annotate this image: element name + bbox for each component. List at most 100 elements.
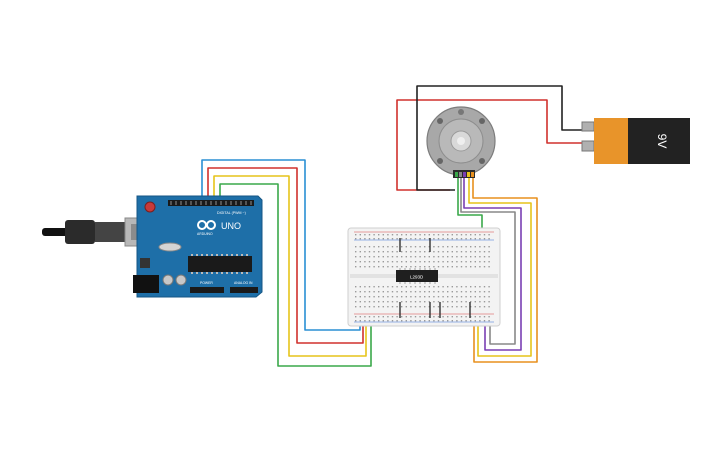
breadboard-hole[interactable] [355, 316, 357, 318]
breadboard-hole[interactable] [456, 286, 458, 288]
breadboard-hole[interactable] [405, 316, 407, 318]
breadboard-hole[interactable] [364, 234, 366, 236]
breadboard-hole[interactable] [391, 296, 394, 298]
breadboard-hole[interactable] [433, 266, 435, 268]
breadboard-hole[interactable] [373, 266, 375, 268]
breadboard-hole[interactable] [479, 286, 481, 288]
breadboard-hole[interactable] [474, 246, 476, 248]
breadboard-hole[interactable] [355, 320, 357, 322]
breadboard-hole[interactable] [442, 251, 444, 253]
breadboard-hole[interactable] [396, 316, 398, 318]
breadboard-hole[interactable] [437, 238, 440, 240]
breadboard-hole[interactable] [378, 251, 380, 253]
breadboard-hole[interactable] [451, 320, 453, 322]
breadboard-hole[interactable] [368, 234, 371, 236]
breadboard-hole[interactable] [382, 246, 384, 248]
breadboard-hole[interactable] [401, 291, 403, 293]
breadboard-hole[interactable] [470, 301, 472, 303]
breadboard-hole[interactable] [447, 296, 449, 298]
breadboard-hole[interactable] [373, 306, 375, 308]
breadboard-hole[interactable] [483, 320, 486, 322]
wire-black-battery[interactable] [416, 85, 590, 191]
breadboard-hole[interactable] [483, 306, 486, 308]
breadboard-hole[interactable] [460, 251, 463, 253]
breadboard-hole[interactable] [474, 291, 476, 293]
breadboard-hole[interactable] [391, 320, 394, 322]
breadboard-hole[interactable] [378, 238, 380, 240]
breadboard-hole[interactable] [378, 320, 380, 322]
breadboard-hole[interactable] [456, 306, 458, 308]
wire-red-arduino[interactable] [207, 167, 364, 344]
breadboard-hole[interactable] [460, 296, 463, 298]
breadboard-hole[interactable] [437, 301, 440, 303]
breadboard-hole[interactable] [451, 246, 453, 248]
breadboard-hole[interactable] [396, 234, 398, 236]
breadboard-hole[interactable] [451, 234, 453, 236]
breadboard-hole[interactable] [405, 286, 407, 288]
breadboard-hole[interactable] [359, 246, 361, 248]
breadboard-hole[interactable] [368, 320, 371, 322]
breadboard-hole[interactable] [414, 234, 417, 236]
breadboard-hole[interactable] [470, 261, 472, 263]
breadboard-hole[interactable] [424, 320, 426, 322]
breadboard-hole[interactable] [465, 286, 467, 288]
breadboard-hole[interactable] [465, 238, 467, 240]
breadboard-hole[interactable] [433, 296, 435, 298]
breadboard-hole[interactable] [424, 256, 426, 258]
breadboard-hole[interactable] [414, 251, 417, 253]
breadboard-hole[interactable] [460, 256, 463, 258]
breadboard-hole[interactable] [428, 301, 430, 303]
breadboard-hole[interactable] [474, 286, 476, 288]
breadboard-hole[interactable] [382, 301, 384, 303]
breadboard-hole[interactable] [382, 266, 384, 268]
breadboard-hole[interactable] [378, 296, 380, 298]
breadboard-hole[interactable] [364, 306, 366, 308]
breadboard-hole[interactable] [364, 246, 366, 248]
arduino-uno-board[interactable]: DIGITAL (PWM ~) UNO ARDUINO POWER ANALOG… [133, 195, 263, 298]
breadboard-hole[interactable] [368, 261, 371, 263]
breadboard-hole[interactable] [387, 306, 389, 308]
breadboard-hole[interactable] [410, 296, 412, 298]
breadboard-hole[interactable] [424, 306, 426, 308]
power-header[interactable] [190, 287, 224, 293]
breadboard-hole[interactable] [378, 261, 380, 263]
breadboard-hole[interactable] [401, 251, 403, 253]
breadboard-hole[interactable] [465, 266, 467, 268]
breadboard-hole[interactable] [447, 251, 449, 253]
breadboard-hole[interactable] [474, 320, 476, 322]
breadboard-hole[interactable] [414, 266, 417, 268]
breadboard-hole[interactable] [387, 256, 389, 258]
breadboard-hole[interactable] [447, 306, 449, 308]
breadboard-hole[interactable] [437, 251, 440, 253]
breadboard-hole[interactable] [474, 234, 476, 236]
breadboard-hole[interactable] [387, 301, 389, 303]
breadboard-hole[interactable] [483, 286, 486, 288]
breadboard-hole[interactable] [414, 286, 417, 288]
breadboard-hole[interactable] [465, 320, 467, 322]
breadboard-hole[interactable] [488, 320, 490, 322]
breadboard-hole[interactable] [483, 234, 486, 236]
breadboard-hole[interactable] [442, 291, 444, 293]
breadboard-hole[interactable] [364, 296, 366, 298]
breadboard-hole[interactable] [368, 316, 371, 318]
breadboard-hole[interactable] [447, 234, 449, 236]
breadboard-hole[interactable] [391, 251, 394, 253]
breadboard-hole[interactable] [465, 251, 467, 253]
breadboard-hole[interactable] [364, 291, 366, 293]
breadboard-hole[interactable] [410, 286, 412, 288]
breadboard-hole[interactable] [460, 261, 463, 263]
breadboard-hole[interactable] [410, 316, 412, 318]
breadboard-hole[interactable] [405, 266, 407, 268]
breadboard-hole[interactable] [378, 256, 380, 258]
breadboard-hole[interactable] [424, 246, 426, 248]
breadboard-hole[interactable] [433, 256, 435, 258]
breadboard-hole[interactable] [470, 316, 472, 318]
breadboard-hole[interactable] [437, 246, 440, 248]
breadboard-hole[interactable] [483, 246, 486, 248]
breadboard-hole[interactable] [359, 261, 361, 263]
breadboard-hole[interactable] [401, 256, 403, 258]
breadboard-hole[interactable] [447, 246, 449, 248]
breadboard-hole[interactable] [456, 296, 458, 298]
breadboard-hole[interactable] [483, 251, 486, 253]
breadboard-hole[interactable] [391, 316, 394, 318]
